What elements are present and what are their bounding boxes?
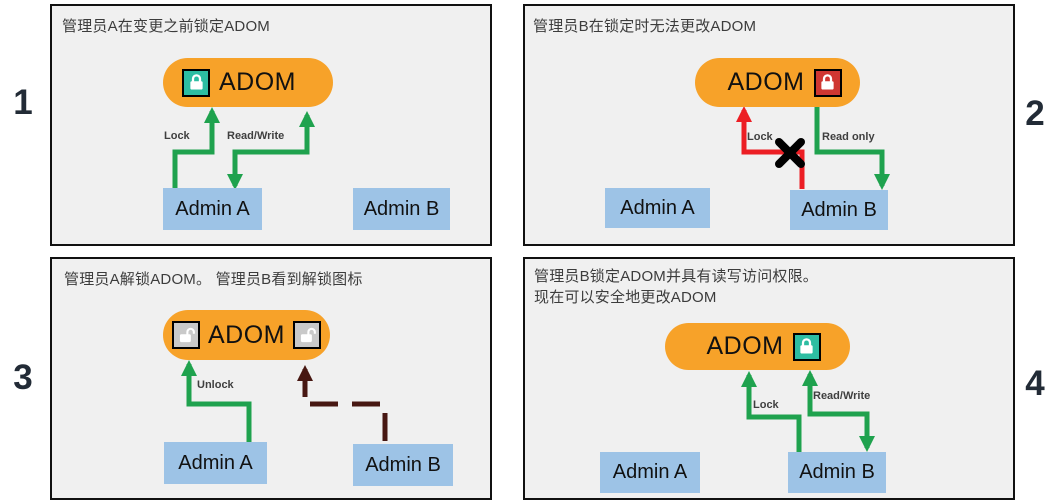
admin-b-sees-unlock-dashed-line <box>304 401 388 441</box>
panel-step-1: 管理员A在变更之前锁定ADOM Lock Read/Write ADOM Adm… <box>50 4 492 246</box>
step-number-4: 4 <box>1025 364 1045 403</box>
readwrite-arrow-label: Read/Write <box>227 130 285 142</box>
panel-step-3: 管理员A解锁ADOM。 管理员B看到解锁图标 Unlock ADOM <box>50 257 492 500</box>
adom-pill: ADOM <box>665 323 850 370</box>
readwrite-arrow <box>801 370 876 452</box>
panel-2-title: 管理员B在锁定时无法更改ADOM <box>533 18 757 35</box>
readwrite-arrow-label: Read/Write <box>813 390 871 402</box>
lock-icon-locked-red <box>813 68 842 97</box>
lock-arrow <box>172 107 220 190</box>
panel-step-2: 管理员B在锁定时无法更改ADOM Lock Read only ADOM Adm… <box>523 4 1015 246</box>
adom-pill: ADOM <box>695 58 860 107</box>
adom-pill: ADOM <box>163 58 333 107</box>
admin-b-box: Admin B <box>788 452 886 493</box>
adom-label: ADOM <box>706 332 784 360</box>
lock-icon-locked-teal <box>792 332 821 361</box>
admin-a-box: Admin A <box>605 188 710 228</box>
blocked-x-icon <box>775 138 805 168</box>
adom-label: ADOM <box>727 68 805 96</box>
panel-4-title-line2: 现在可以安全地更改ADOM <box>534 289 717 306</box>
admin-b-box: Admin B <box>353 188 450 230</box>
lock-open-glyph <box>300 327 316 342</box>
unlock-arrow-label: Unlock <box>197 379 234 391</box>
adom-pill: ADOM <box>163 310 330 360</box>
lock-icon-locked-teal <box>182 68 210 97</box>
admin-b-box: Admin B <box>353 444 453 486</box>
lock-closed-glyph <box>800 338 813 354</box>
panel-2-arrows <box>735 106 891 190</box>
adom-label: ADOM <box>219 68 296 96</box>
step-number-3: 3 <box>13 358 33 397</box>
lock-icon-unlocked-left <box>172 321 200 349</box>
lock-denied-arrow <box>735 106 805 189</box>
lock-arrow-label: Lock <box>747 131 773 143</box>
adom-label: ADOM <box>208 320 285 349</box>
panel-4-title-line1: 管理员B锁定ADOM并具有读写访问权限。 <box>534 268 819 285</box>
readonly-arrow <box>814 107 891 190</box>
readwrite-arrow <box>227 111 315 190</box>
admin-a-box: Admin A <box>600 452 700 493</box>
readonly-arrow-label: Read only <box>822 131 875 143</box>
panel-1-title: 管理员A在变更之前锁定ADOM <box>62 18 271 35</box>
lock-arrow-label: Lock <box>164 130 190 142</box>
lock-arrow-label: Lock <box>753 399 779 411</box>
lock-arrow <box>740 371 802 452</box>
panel-step-4: 管理员B锁定ADOM并具有读写访问权限。 现在可以安全地更改ADOM Lock … <box>523 257 1015 500</box>
admin-a-box: Admin A <box>163 188 262 230</box>
unlock-arrow <box>180 360 252 443</box>
lock-open-glyph <box>179 327 195 342</box>
admin-b-box: Admin B <box>790 190 888 230</box>
admin-a-box: Admin A <box>164 442 267 484</box>
step-number-1: 1 <box>13 83 33 122</box>
lock-closed-glyph <box>821 74 834 90</box>
lock-icon-unlocked-right <box>293 321 321 349</box>
panel-3-title: 管理员A解锁ADOM。 管理员B看到解锁图标 <box>64 271 363 288</box>
lock-closed-glyph <box>189 74 203 90</box>
step-number-2: 2 <box>1025 94 1045 133</box>
